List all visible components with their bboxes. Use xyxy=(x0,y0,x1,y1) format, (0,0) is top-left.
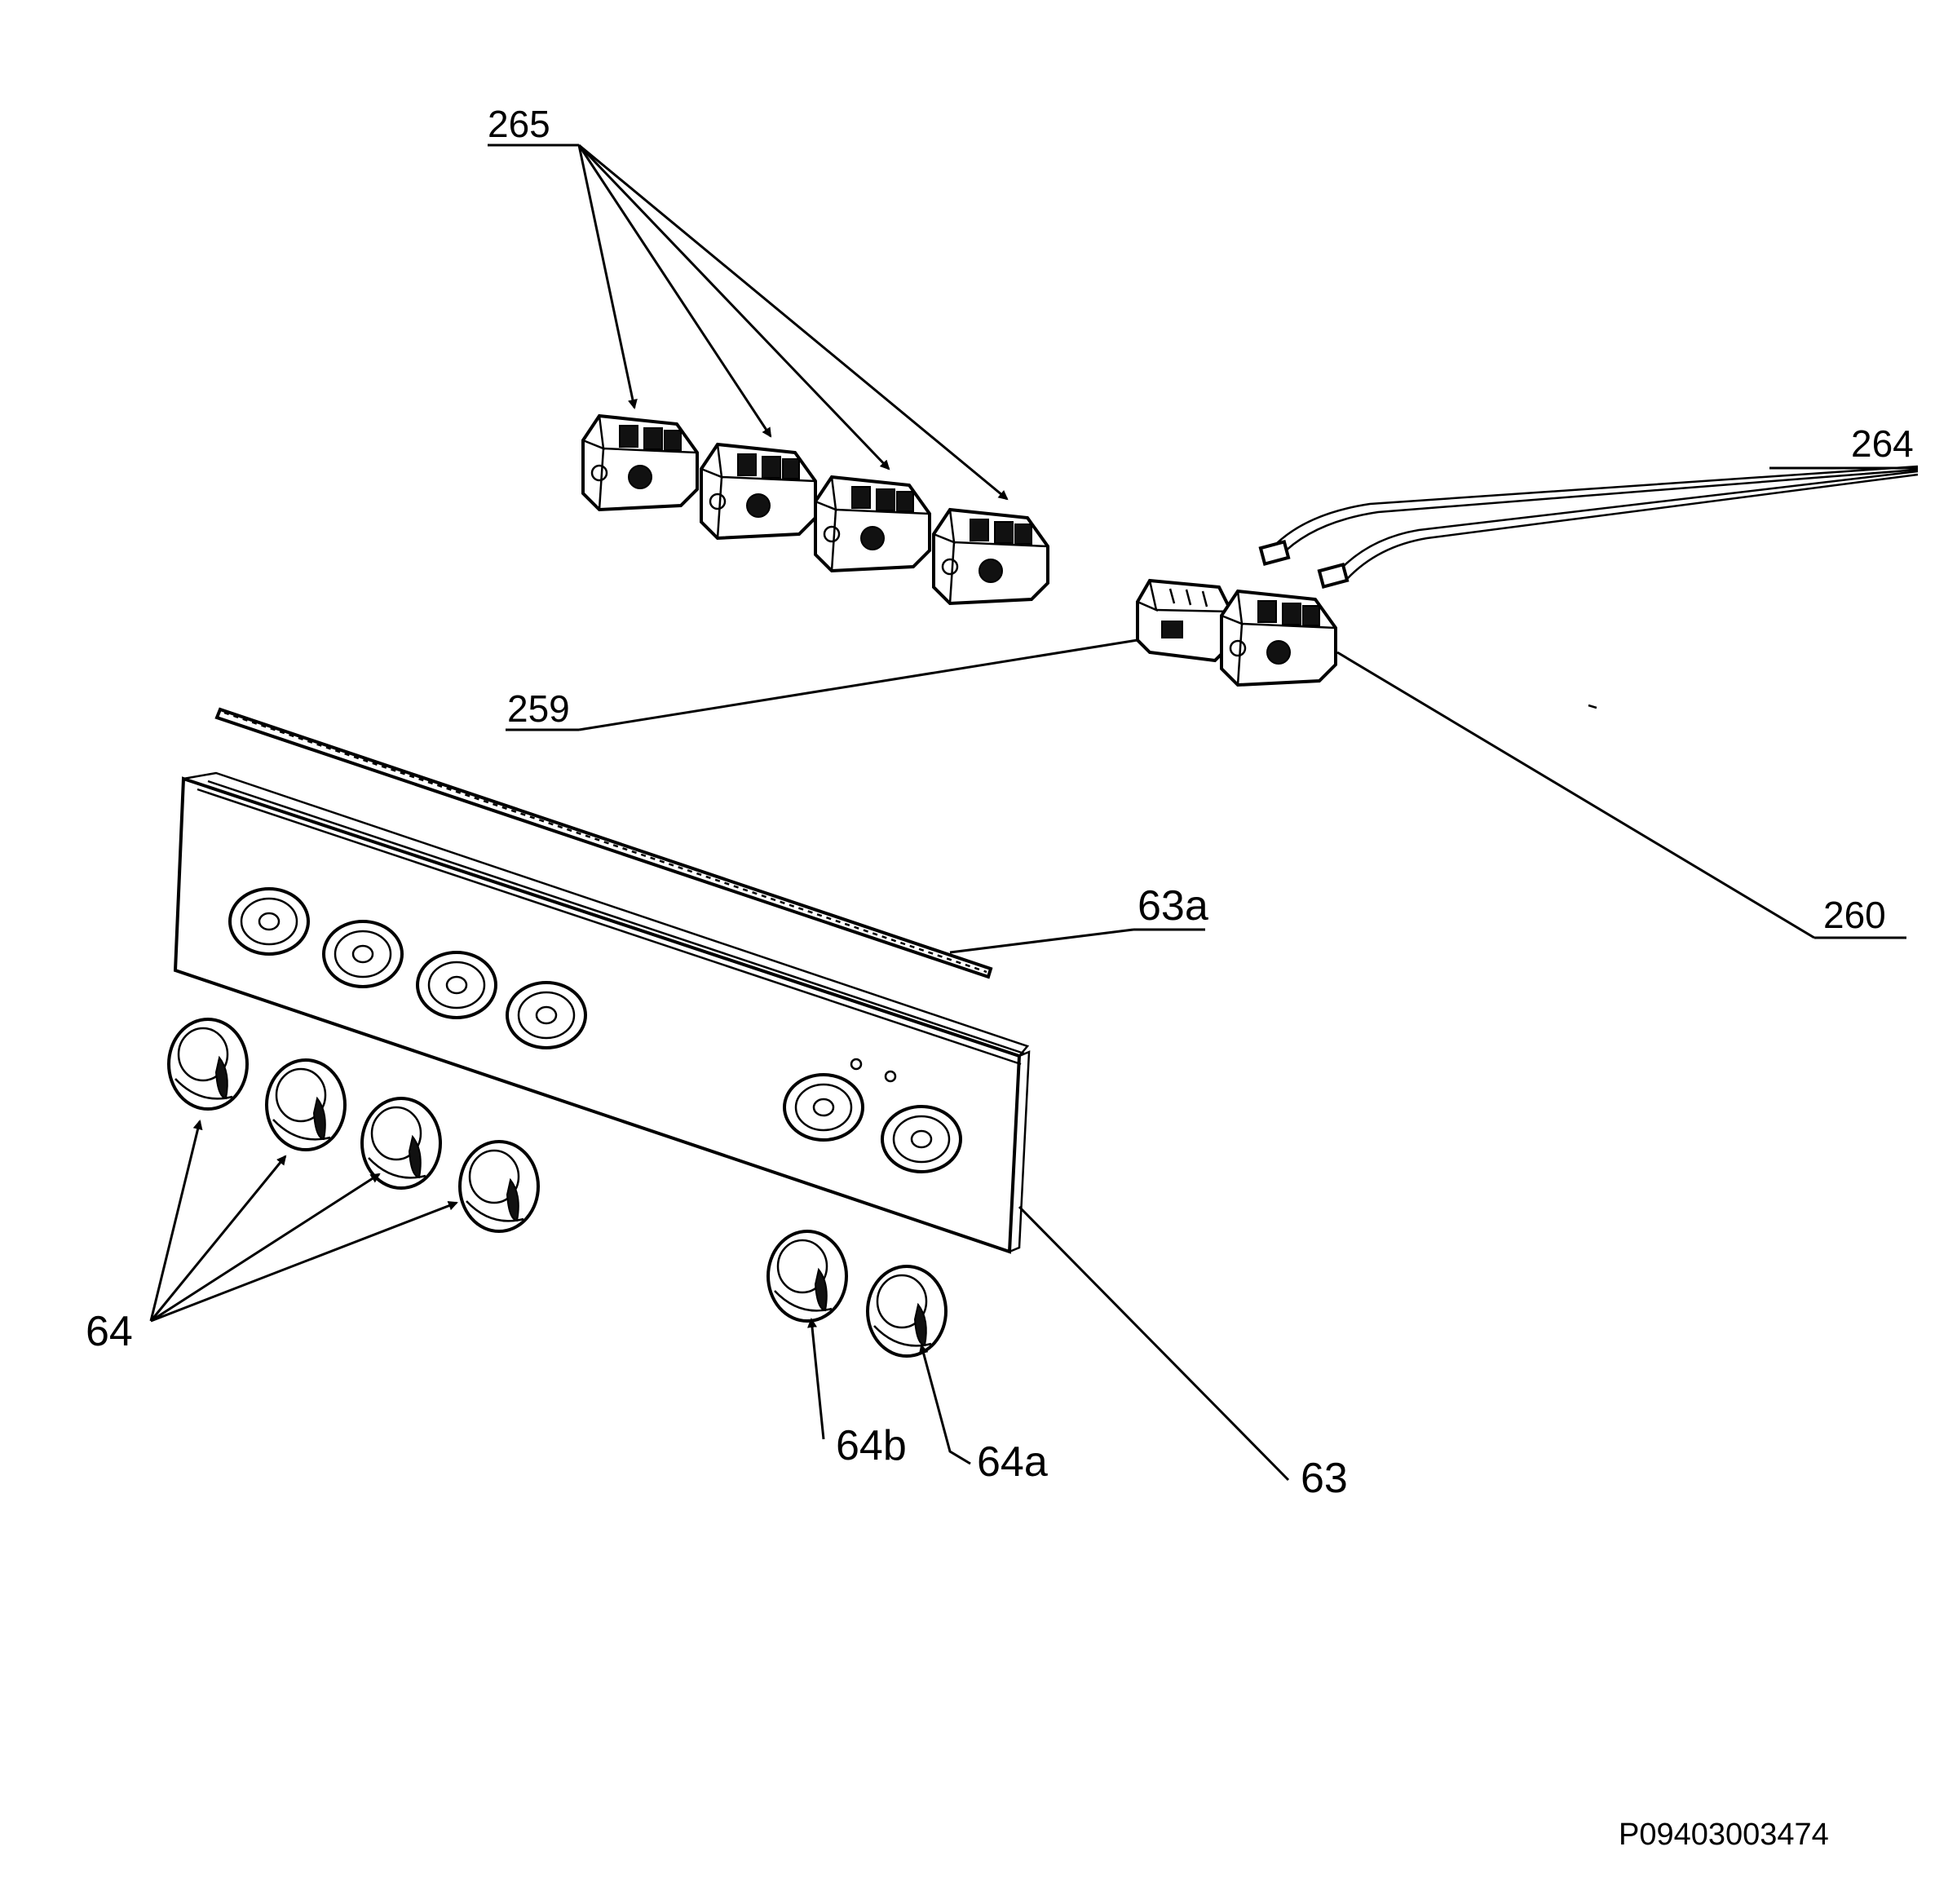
panel-dial-1 xyxy=(228,887,310,956)
leader-64 xyxy=(149,1120,458,1323)
switch-265-d xyxy=(932,508,1049,605)
switch-265-b xyxy=(700,443,817,540)
label-260: 260 xyxy=(1823,894,1886,936)
leader-63a xyxy=(949,928,1134,954)
switch-265-group xyxy=(581,414,1049,605)
label-63: 63 xyxy=(1301,1455,1348,1502)
knob-64-d xyxy=(458,1140,540,1233)
panel-dial-3 xyxy=(416,951,497,1019)
trim-strip-63a xyxy=(214,707,993,979)
drawing-code: P09403003474 xyxy=(1619,1818,1829,1852)
switch-265-a xyxy=(581,414,699,511)
leader-63 xyxy=(1018,1205,1290,1482)
stray-mark xyxy=(1588,704,1597,709)
switch-260 xyxy=(1220,590,1337,687)
panel-dial-4 xyxy=(506,981,587,1049)
label-63a: 63a xyxy=(1138,882,1208,930)
panel-dial-5 xyxy=(783,1073,864,1142)
panel-dial-6 xyxy=(881,1105,962,1173)
label-259: 259 xyxy=(507,687,570,730)
switch-259 xyxy=(1136,578,1234,663)
knob-64-a xyxy=(167,1018,249,1111)
label-265: 265 xyxy=(488,103,550,145)
knob-64a xyxy=(866,1265,948,1358)
knob-64-c xyxy=(360,1097,442,1190)
label-64: 64 xyxy=(86,1308,133,1355)
wire-264 xyxy=(1258,465,1919,589)
panel-dial-2 xyxy=(322,920,404,988)
leader-64a xyxy=(918,1344,971,1465)
leader-260 xyxy=(1336,651,1815,939)
control-panel-63 xyxy=(173,771,1031,1254)
leader-64b xyxy=(807,1318,825,1440)
label-64b: 64b xyxy=(836,1422,907,1469)
switch-265-c xyxy=(814,475,931,572)
leader-259 xyxy=(578,638,1138,731)
leader-265 xyxy=(488,144,1009,501)
knob-64b xyxy=(766,1230,848,1323)
label-64a: 64a xyxy=(977,1438,1048,1486)
label-264: 264 xyxy=(1851,422,1914,465)
knob-64-b xyxy=(265,1058,347,1151)
